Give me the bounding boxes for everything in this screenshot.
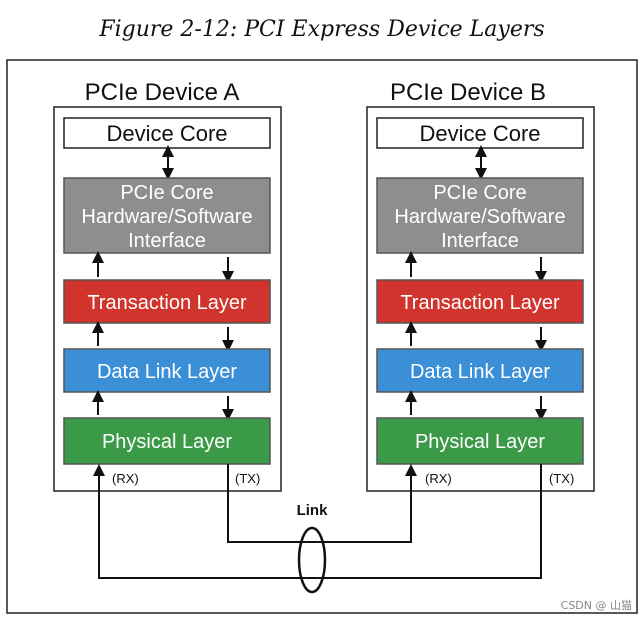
device-a-iface-line3: Interface [128,230,206,252]
device-b-tx-label: (TX) [549,471,574,486]
link-a-tx-to-b-rx [227,464,417,543]
device-a-frame [53,106,282,492]
device-a-title: PCIe Device A [85,79,240,106]
device-a-datalink-label: Data Link Layer [97,361,237,383]
device-a-iface-line2: Hardware/Software [81,206,252,228]
watermark: CSDN @ 山猫 [561,599,632,612]
device-b-iface-line1: PCIe Core [433,182,526,204]
outer-frame [6,59,638,614]
device-a-iface-line1: PCIe Core [120,182,213,204]
device-a-physical-label: Physical Layer [102,431,232,453]
device-b-iface-box [376,177,584,254]
device-a-transaction-label: Transaction Layer [87,292,247,314]
figure-caption: Figure 2-12: PCI Express Device Layers [98,17,544,42]
device-b-rx-label: (RX) [425,471,452,486]
link-ellipse [297,526,327,594]
device-b-datalink-label: Data Link Layer [410,361,550,383]
device-b-core-label: Device Core [419,121,540,146]
device-b-physical-label: Physical Layer [415,431,545,453]
device-b-frame [366,106,595,492]
device-a-physical-box [63,417,271,465]
device-a-core-box [63,117,271,149]
device-a-datalink-box [63,348,271,393]
device-a-tx-label: (TX) [235,471,260,486]
device-a: PCIe Device A Device Core PCIe Core Hard… [53,79,282,492]
device-b-core-box [376,117,584,149]
device-b-datalink-box [376,348,584,393]
link-label: Link [297,502,328,519]
device-a-iface-box [63,177,271,254]
device-b-iface-line3: Interface [441,230,519,252]
device-a-core-label: Device Core [106,121,227,146]
device-a-transaction-box [63,279,271,324]
device-b: PCIe Device B Device Core PCIe Core Hard… [366,79,595,492]
device-a-rx-label: (RX) [112,471,139,486]
device-b-physical-box [376,417,584,465]
device-b-transaction-label: Transaction Layer [400,292,560,314]
link-b-tx-to-a-rx [93,464,542,579]
device-b-iface-line2: Hardware/Software [394,206,565,228]
device-b-transaction-box [376,279,584,324]
device-b-title: PCIe Device B [390,79,546,106]
